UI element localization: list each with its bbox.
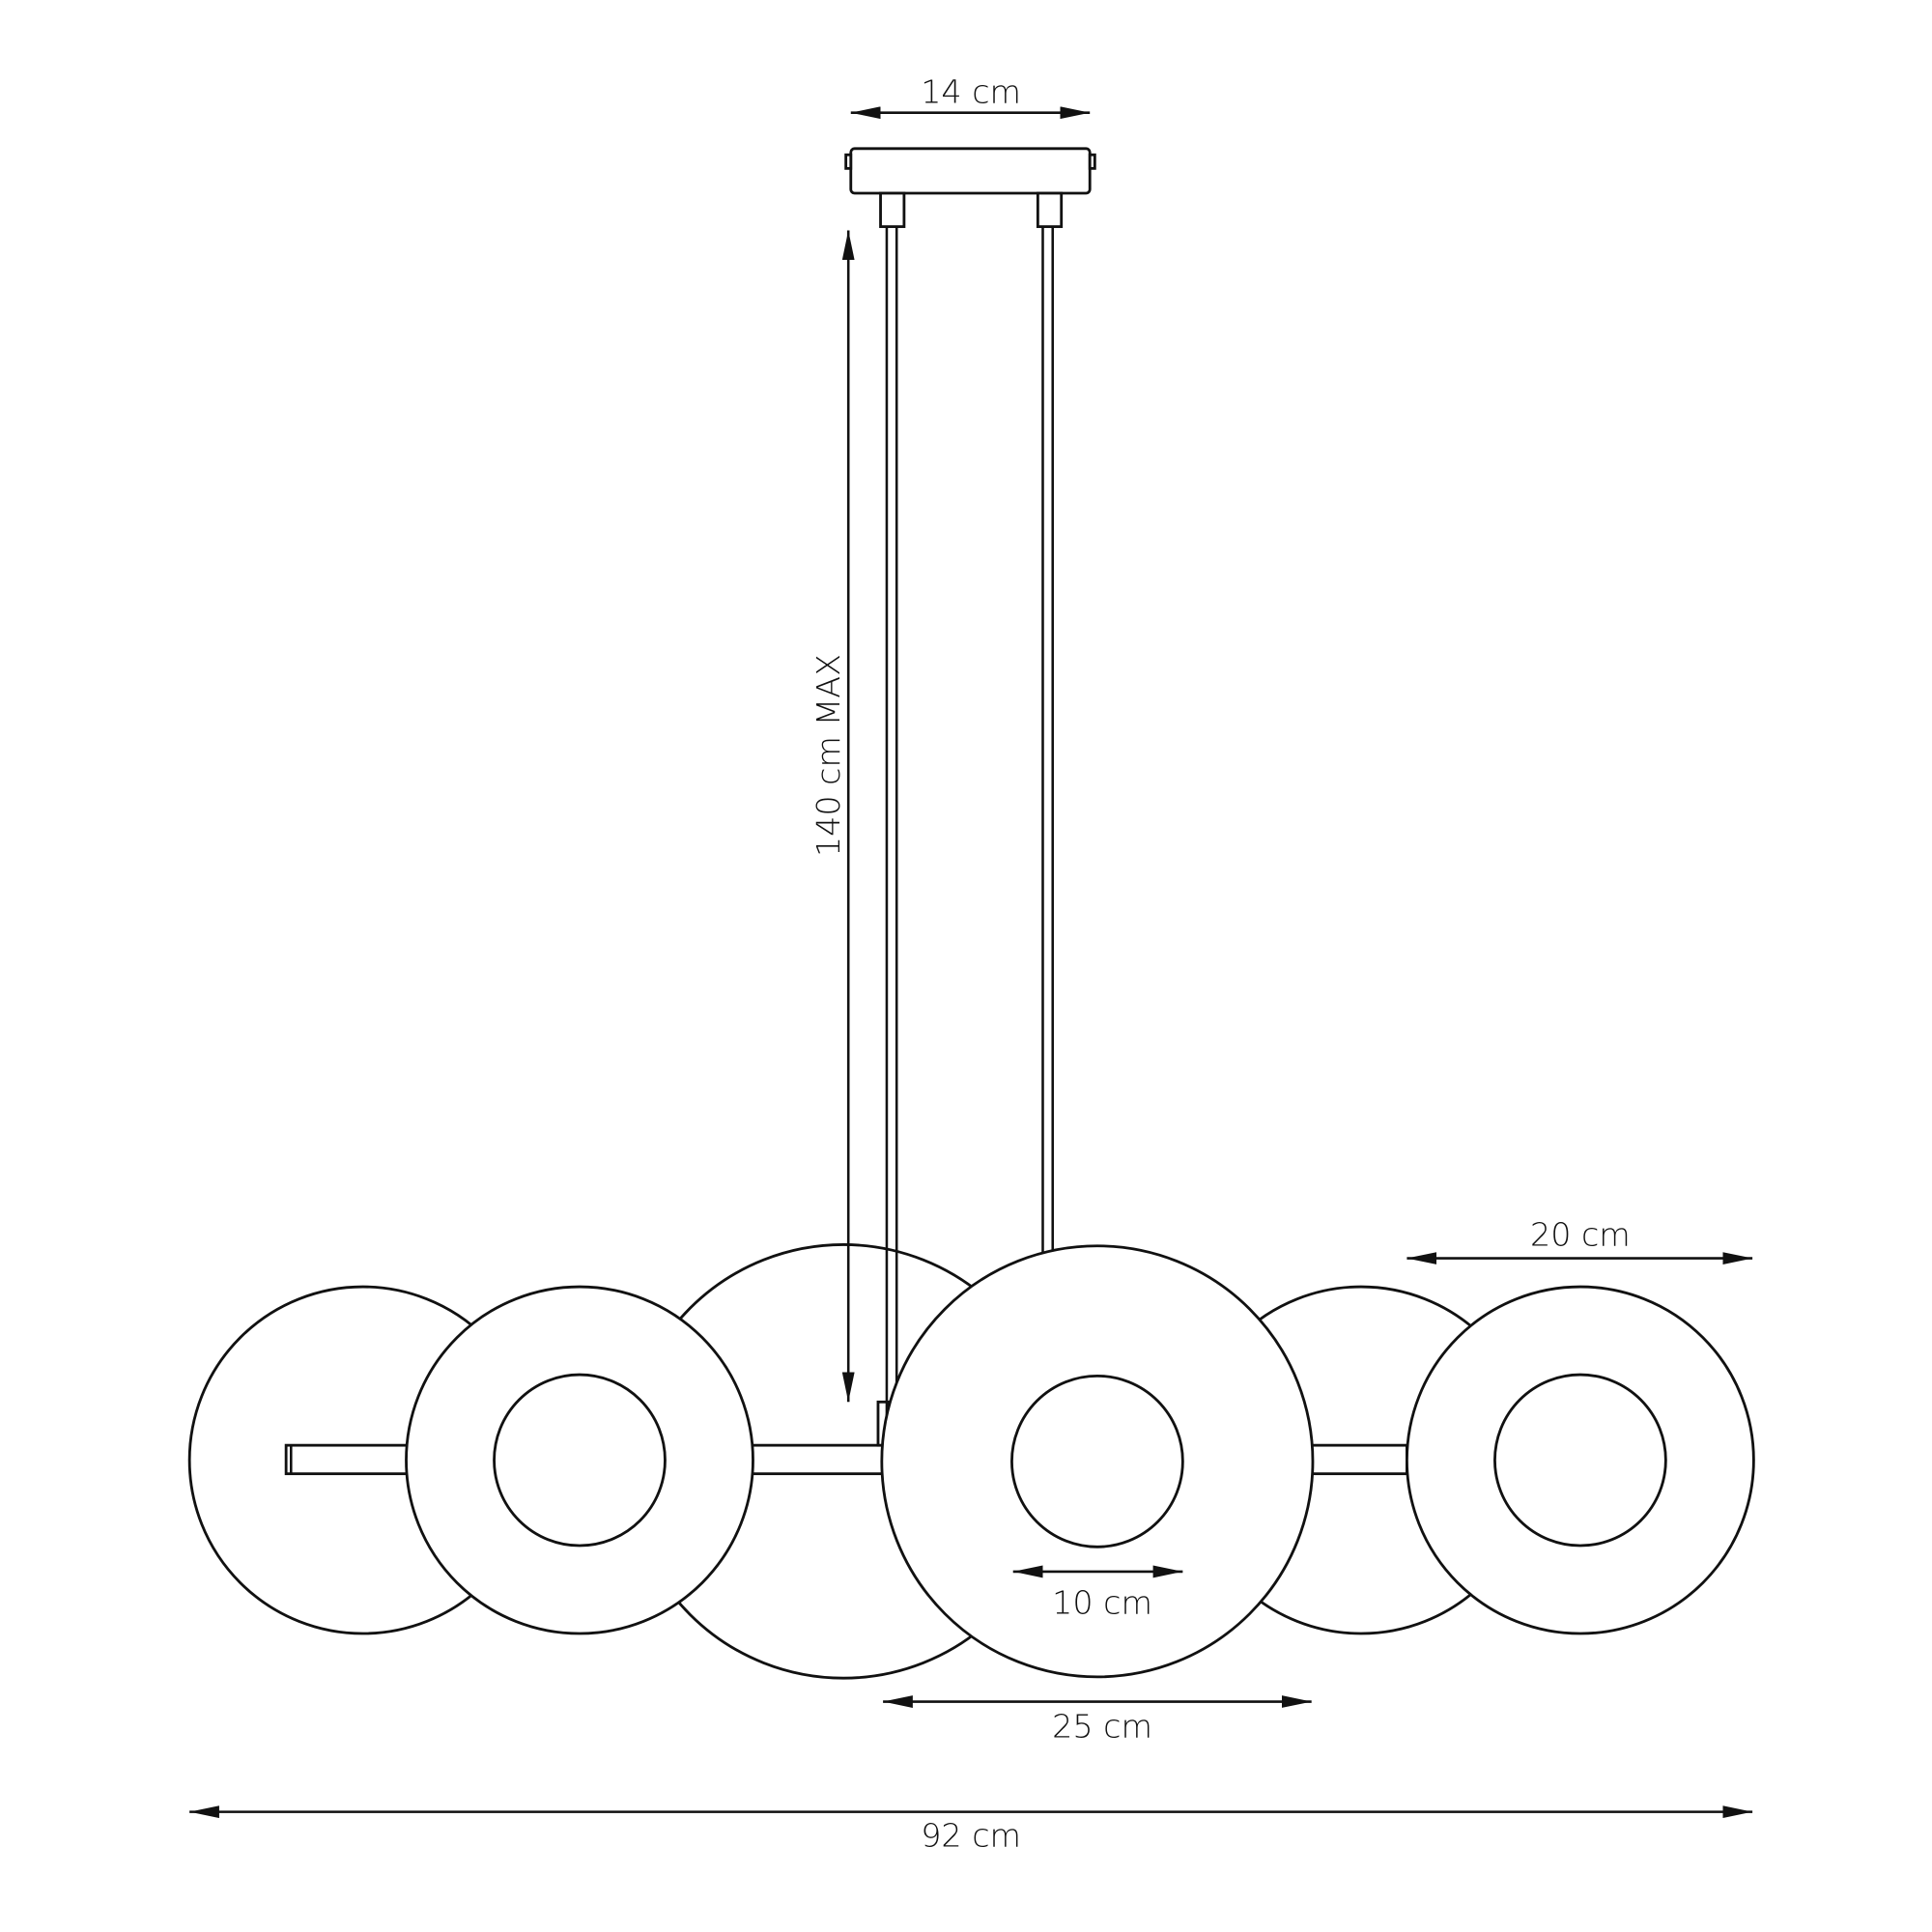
dim-label-canopy: 14 cm: [921, 72, 1021, 110]
ceiling-canopy: [844, 147, 1096, 229]
dim-label-large-shade: 25 cm: [1052, 1708, 1152, 1746]
suspension-cords: [885, 226, 1055, 1437]
dim-label-height: 140 cm MAX: [810, 654, 847, 857]
dim-label-small-shade: 20 cm: [1530, 1216, 1631, 1254]
shade-front-right: [1406, 1285, 1755, 1635]
shade-front-center: [880, 1244, 1315, 1679]
dim-label-total-width: 92 cm: [921, 1817, 1021, 1855]
dim-label-inner: 10 cm: [1052, 1584, 1152, 1622]
shade-front-left: [405, 1285, 754, 1635]
